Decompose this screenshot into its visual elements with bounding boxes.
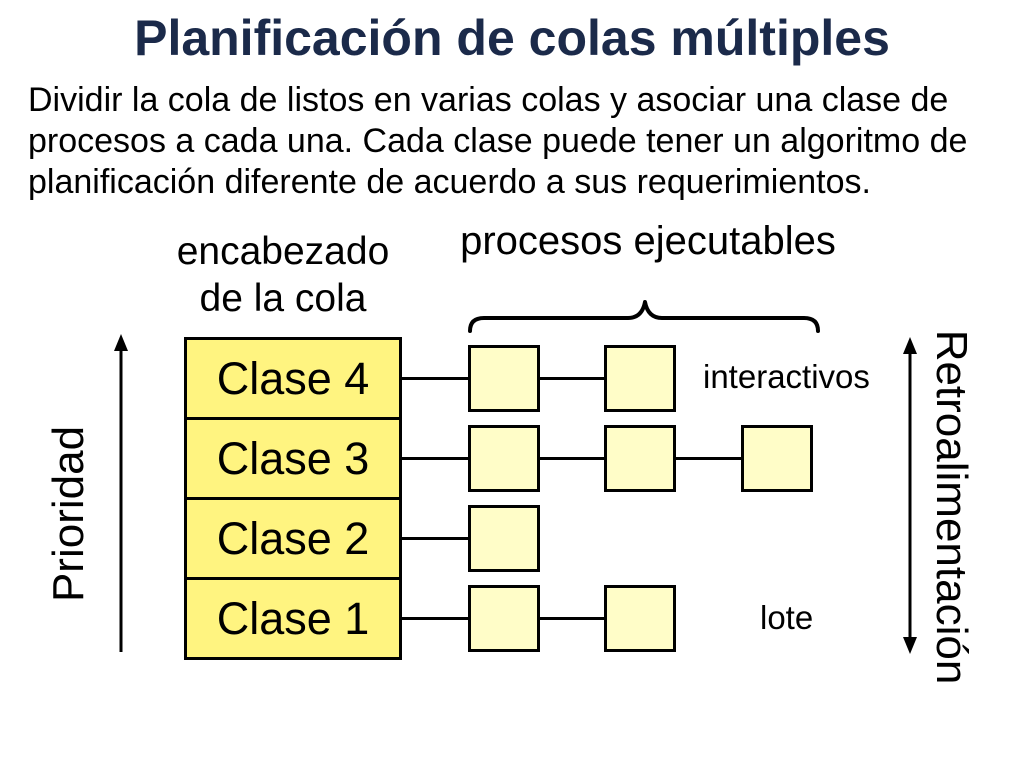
description-paragraph: Dividir la cola de listos en varias cola… [28, 81, 968, 201]
queue-4-process-box [604, 345, 676, 412]
queue-1-process-box [604, 585, 676, 652]
priority-label: Prioridad [44, 425, 93, 603]
queue-1-process-box [468, 585, 540, 652]
queue-class-3: Clase 3 [184, 417, 402, 500]
queue-3-process-box [741, 425, 813, 492]
feedback-label: Retroalimentación [927, 329, 976, 685]
queue-4-process-box [468, 345, 540, 412]
feedback-arrow-head-up [903, 337, 917, 354]
queue-class-4: Clase 4 [184, 337, 402, 420]
queue-connectors [402, 377, 741, 620]
feedback-arrow-head-down [903, 637, 917, 654]
queue-header-label: encabezado de la cola [133, 228, 433, 322]
queue-label: Clase 4 [216, 352, 370, 404]
queue-label: Clase 2 [216, 512, 370, 564]
runnable-processes-brace [468, 300, 820, 333]
queue-header-label-line-1: encabezado [176, 230, 390, 273]
queue-3-process-box [468, 425, 540, 492]
interactive-label: interactivos [703, 358, 870, 395]
priority-arrow-head [114, 334, 128, 351]
queue-label: Clase 3 [216, 432, 370, 484]
queue-class-1: Clase 1 [184, 577, 402, 660]
queue-3-process-box [604, 425, 676, 492]
queue-2-process-box [468, 505, 540, 572]
queue-label: Clase 1 [216, 592, 370, 644]
queue-header-label-line-2: de la cola [199, 277, 367, 320]
priority-arrow [114, 334, 128, 652]
slide-title: Planificación de colas múltiples [134, 10, 890, 66]
queue-class-2: Clase 2 [184, 497, 402, 580]
runnable-processes-label: procesos ejecutables [460, 219, 836, 263]
batch-label: lote [760, 599, 814, 636]
feedback-double-arrow [903, 337, 917, 654]
